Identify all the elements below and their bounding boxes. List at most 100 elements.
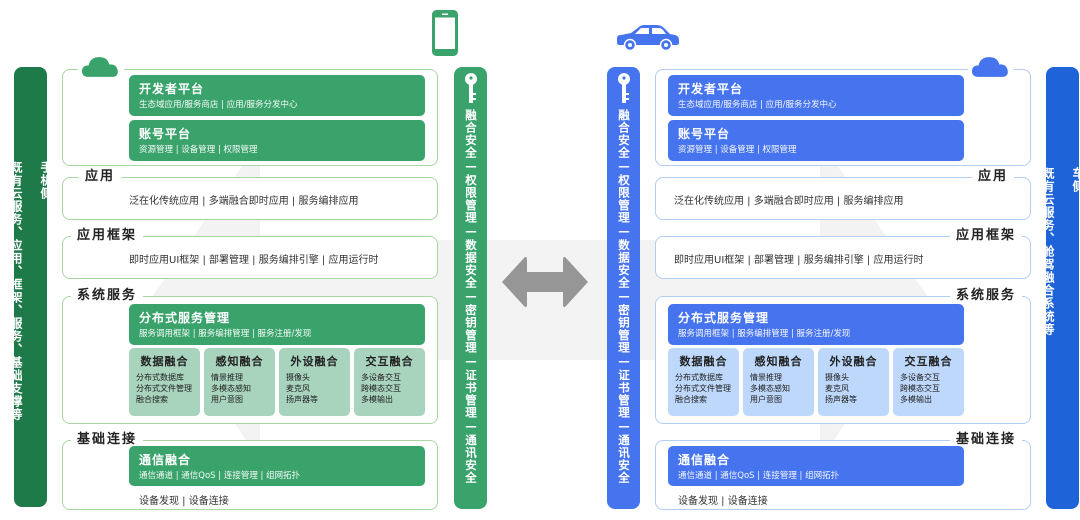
car-cloud-section: 开发者平台 生态域应用/服务商店 | 应用/服务分发中心 账号平台 资源管理 |… [655, 69, 1031, 166]
phone-module-interaction[interactable]: 交互融合 多设备交互 跨模态交互 多模输出 [354, 348, 425, 416]
key-icon [617, 73, 630, 103]
phone-connectivity-section: 基础连接 通信融合 通信通道 | 通信QoS | 连接管理 | 组网拓扑 设备发… [62, 431, 438, 510]
section-title: 系统服务 [71, 287, 144, 305]
card-title: 开发者平台 [678, 82, 744, 96]
module-title: 交互融合 [904, 355, 953, 368]
cloud-icon [78, 54, 124, 80]
module-item: 扬声器等 [825, 395, 857, 404]
section-title: 应用框架 [71, 227, 144, 245]
section-content: 设备发现 | 设备连接 [139, 496, 229, 507]
module-title: 感知融合 [754, 355, 803, 368]
card-title: 开发者平台 [139, 82, 205, 96]
module-item: 融合搜索 [136, 395, 168, 404]
card-title: 分布式服务管理 [139, 311, 231, 325]
card-subtitle: 资源管理 | 设备管理 | 权限管理 [139, 145, 258, 155]
module-item: 多设备交互 [900, 373, 940, 382]
module-item: 用户意图 [211, 395, 243, 404]
car-developer-platform-card[interactable]: 开发者平台 生态域应用/服务商店 | 应用/服务分发中心 [668, 75, 964, 116]
car-distributed-service-card[interactable]: 分布式服务管理 服务调用框架 | 服务编排管理 | 服务注册/发现 [668, 304, 964, 345]
module-item: 情景推理 [750, 373, 782, 382]
phone-account-platform-card[interactable]: 账号平台 资源管理 | 设备管理 | 权限管理 [129, 120, 425, 161]
card-subtitle: 通信通道 | 通信QoS | 连接管理 | 组网拓扑 [139, 471, 301, 481]
cloud-icon [968, 54, 1014, 80]
phone-module-data[interactable]: 数据融合 分布式数据库 分布式文件管理 融合搜索 [129, 348, 200, 416]
car-account-platform-card[interactable]: 账号平台 资源管理 | 设备管理 | 权限管理 [668, 120, 964, 161]
section-title: 系统服务 [949, 287, 1022, 305]
card-title: 分布式服务管理 [678, 311, 770, 325]
phone-developer-platform-card[interactable]: 开发者平台 生态域应用/服务商店 | 应用/服务分发中心 [129, 75, 425, 116]
module-item: 摄像头 [825, 373, 849, 382]
double-arrow-icon [502, 256, 588, 308]
module-item: 多模输出 [361, 395, 393, 404]
module-item: 摄像头 [286, 373, 310, 382]
phone-side-label-bar: 手机侧 既有云服务、应用、框架、服务、基础支撑等 [9, 67, 53, 507]
car-icon [617, 25, 679, 51]
phone-communication-card[interactable]: 通信融合 通信通道 | 通信QoS | 连接管理 | 组网拓扑 [129, 446, 425, 486]
section-title: 基础连接 [949, 431, 1022, 449]
phone-module-peripheral[interactable]: 外设融合 摄像头 麦克风 扬声器等 [279, 348, 350, 416]
module-item: 融合搜索 [675, 395, 707, 404]
section-title: 应用框架 [949, 227, 1022, 245]
module-item: 用户意图 [750, 395, 782, 404]
card-subtitle: 服务调用框架 | 服务编排管理 | 服务注册/发现 [139, 329, 312, 339]
phone-app-section: 应用 泛在化传统应用 | 多端融合即时应用 | 服务编排应用 [62, 168, 438, 220]
section-content: 泛在化传统应用 | 多端融合即时应用 | 服务编排应用 [674, 196, 904, 207]
module-title: 数据融合 [679, 355, 728, 368]
module-item: 跨模态交互 [900, 384, 940, 393]
module-item: 多模输出 [900, 395, 932, 404]
card-subtitle: 资源管理 | 设备管理 | 权限管理 [678, 145, 797, 155]
car-system-services-section: 系统服务 分布式服务管理 服务调用框架 | 服务编排管理 | 服务注册/发现 数… [655, 287, 1031, 424]
phone-cloud-section: 开发者平台 生态域应用/服务商店 | 应用/服务分发中心 账号平台 资源管理 |… [62, 69, 438, 166]
car-module-peripheral[interactable]: 外设融合 摄像头 麦克风 扬声器等 [818, 348, 889, 416]
module-item: 分布式文件管理 [136, 384, 192, 393]
key-icon [464, 73, 477, 103]
module-item: 情景推理 [211, 373, 243, 382]
module-item: 扬声器等 [286, 395, 318, 404]
card-title: 账号平台 [139, 127, 192, 141]
module-item: 分布式文件管理 [675, 384, 731, 393]
car-framework-section: 应用框架 即时应用UI框架 | 部署管理 | 服务编排引擎 | 应用运行时 [655, 227, 1031, 279]
module-item: 分布式数据库 [675, 373, 723, 382]
section-content: 泛在化传统应用 | 多端融合即时应用 | 服务编排应用 [129, 196, 359, 207]
phone-security-bar: 融合安全—权限管理—数据安全—密钥管理—证书管理—通讯安全 [454, 67, 487, 509]
car-connectivity-section: 基础连接 通信融合 通信通道 | 通信QoS | 连接管理 | 组网拓扑 设备发… [655, 431, 1031, 510]
card-subtitle: 生态域应用/服务商店 | 应用/服务分发中心 [678, 100, 837, 110]
section-content: 设备发现 | 设备连接 [678, 496, 768, 507]
module-title: 数据融合 [140, 355, 189, 368]
phone-distributed-service-card[interactable]: 分布式服务管理 服务调用框架 | 服务编排管理 | 服务注册/发现 [129, 304, 425, 345]
card-title: 账号平台 [678, 127, 731, 141]
section-content: 即时应用UI框架 | 部署管理 | 服务编排引擎 | 应用运行时 [129, 255, 379, 266]
module-title: 外设融合 [829, 355, 878, 368]
module-item: 多模态感知 [750, 384, 790, 393]
car-app-section: 应用 泛在化传统应用 | 多端融合即时应用 | 服务编排应用 [655, 168, 1031, 220]
card-title: 通信融合 [139, 453, 192, 467]
section-title: 基础连接 [71, 431, 144, 449]
module-item: 麦克风 [825, 384, 849, 393]
card-subtitle: 生态域应用/服务商店 | 应用/服务分发中心 [139, 100, 298, 110]
section-content: 即时应用UI框架 | 部署管理 | 服务编排引擎 | 应用运行时 [674, 255, 924, 266]
car-side-label-bar: 车侧 既有云服务、舱驾融合系统等 [1041, 67, 1080, 509]
section-title: 应用 [971, 168, 1014, 186]
card-subtitle: 服务调用框架 | 服务编排管理 | 服务注册/发现 [678, 329, 851, 339]
car-module-perception[interactable]: 感知融合 情景推理 多模态感知 用户意图 [743, 348, 814, 416]
car-security-bar: 融合安全—权限管理—数据安全—密钥管理—证书管理—通讯安全 [607, 67, 640, 509]
car-security-label: 融合安全—权限管理—数据安全—密钥管理—证书管理—通讯安全 [617, 109, 631, 484]
phone-icon [432, 10, 458, 56]
card-title: 通信融合 [678, 453, 731, 467]
phone-system-services-section: 系统服务 分布式服务管理 服务调用框架 | 服务编排管理 | 服务注册/发现 数… [62, 287, 438, 424]
section-title: 应用 [79, 168, 122, 186]
module-title: 感知融合 [215, 355, 264, 368]
car-module-data[interactable]: 数据融合 分布式数据库 分布式文件管理 融合搜索 [668, 348, 739, 416]
module-item: 多模态感知 [211, 384, 251, 393]
phone-security-label: 融合安全—权限管理—数据安全—密钥管理—证书管理—通讯安全 [464, 109, 478, 484]
phone-framework-section: 应用框架 即时应用UI框架 | 部署管理 | 服务编排引擎 | 应用运行时 [62, 227, 438, 279]
car-module-interaction[interactable]: 交互融合 多设备交互 跨模态交互 多模输出 [893, 348, 964, 416]
module-title: 外设融合 [290, 355, 339, 368]
module-title: 交互融合 [365, 355, 414, 368]
phone-side-label: 手机侧 既有云服务、应用、框架、服务、基础支撑等 [9, 161, 53, 421]
car-communication-card[interactable]: 通信融合 通信通道 | 通信QoS | 连接管理 | 组网拓扑 [668, 446, 964, 486]
module-item: 多设备交互 [361, 373, 401, 382]
module-item: 麦克风 [286, 384, 310, 393]
phone-module-perception[interactable]: 感知融合 情景推理 多模态感知 用户意图 [204, 348, 275, 416]
